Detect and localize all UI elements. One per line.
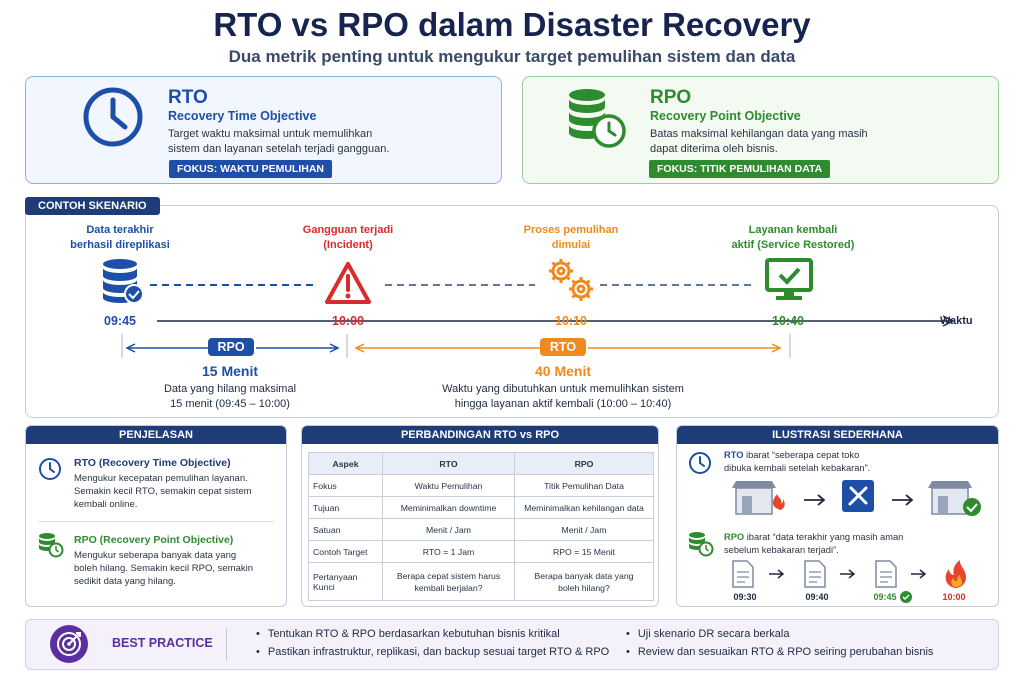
check-circle-icon — [900, 591, 912, 603]
scenario-panel — [25, 205, 999, 418]
rpo-explanation: Data yang hilang maksimal 15 menit (09:4… — [163, 383, 297, 410]
best-practice-bar: BEST PRACTICE Tentukan RTO & RPO berdasa… — [25, 619, 999, 670]
rpo-focus-tag: FOKUS: TITIK PEMULIHAN DATA — [649, 160, 831, 178]
document-icon — [732, 560, 754, 588]
rto-desc-2: sistem dan layanan setelah terjadi gangg… — [168, 143, 390, 155]
bp-item: Uji skenario DR secara berkala — [626, 628, 790, 640]
monitor-check-icon — [765, 258, 813, 300]
arrow-icon — [892, 494, 914, 506]
warning-icon — [325, 262, 371, 304]
best-practice-label: BEST PRACTICE — [112, 636, 213, 650]
rpo-abbr: RPO — [650, 87, 692, 108]
scenario-label: CONTOH SKENARIO — [25, 197, 160, 215]
database-clock-icon — [39, 533, 64, 558]
penjelasan-head: PENJELASAN — [26, 426, 286, 444]
rto-duration: 40 Menit — [534, 363, 591, 379]
perbandingan-head: PERBANDINGAN RTO vs RPO — [302, 426, 658, 444]
rpo-desc-2: dapat diterima oleh bisnis. — [650, 143, 778, 155]
rto-card: RTO Recovery Time Objective Target waktu… — [25, 76, 502, 184]
target-icon — [50, 625, 88, 663]
table-row: Contoh Target RTO = 1 Jam RPO = 15 Menit — [308, 540, 654, 563]
ilustrasi-panel: ILUSTRASI SEDERHANA RTO ibarat “seberapa… — [676, 425, 999, 607]
rto-desc-1: Target waktu maksimal untuk memulihkan — [168, 128, 373, 140]
clock-icon — [83, 87, 143, 147]
event-label-incident: Gangguan terjadi (Incident) — [302, 224, 394, 251]
store-fire-icon — [732, 481, 785, 515]
arrow-icon — [769, 569, 785, 579]
table-header-row: Aspek RTO RPO — [308, 452, 654, 475]
bp-item: Tentukan RTO & RPO berdasarkan kebutuhan… — [256, 628, 560, 640]
table-col-aspek: Aspek — [308, 452, 383, 475]
document-icon — [875, 560, 897, 588]
page-title: RTO vs RPO dalam Disaster Recovery — [213, 6, 811, 43]
pj-rto-title: RTO (Recovery Time Objective) — [74, 457, 231, 469]
pj-rto-desc: Mengukur kecepatan pemulihan layanan. Se… — [74, 473, 252, 510]
time-1040: 10:40 — [772, 314, 804, 328]
arrow-icon — [911, 569, 927, 579]
ilu-rpo-text: RPO ibarat “data terakhir yang masih ama… — [724, 532, 904, 555]
rto-focus-tag: FOKUS: WAKTU PEMULIHAN — [169, 160, 332, 178]
table-row: Fokus Waktu Pemulihan Titik Pemulihan Da… — [308, 474, 654, 497]
rpo-duration: 15 Menit — [201, 363, 258, 379]
penjelasan-panel: PENJELASAN RTO (Recovery Time Objective)… — [25, 425, 287, 607]
perbandingan-panel: PERBANDINGAN RTO vs RPO Aspek RTO RPO Fo… — [301, 425, 659, 607]
bp-item: Pastikan infrastruktur, replikasi, dan b… — [256, 646, 609, 658]
time-1010: 10:10 — [555, 314, 587, 328]
event-label-recovery: Proses pemulihan dimulai — [523, 224, 619, 251]
document-icon — [804, 560, 826, 588]
rto-abbr: RTO — [168, 87, 208, 108]
ilu-time-0930: 09:30 — [733, 592, 757, 602]
event-label-replicated: Data terakhir berhasil direplikasi — [70, 224, 170, 251]
pj-rpo-title: RPO (Recovery Point Objective) — [74, 534, 234, 546]
rpo-card: RPO Recovery Point Objective Batas maksi… — [522, 76, 999, 184]
event-label-restored: Layanan kembali aktif (Service Restored) — [731, 224, 855, 251]
page-subtitle: Dua metrik penting untuk mengukur target… — [228, 47, 796, 66]
arrow-icon — [804, 494, 826, 506]
database-clock-icon — [569, 89, 626, 148]
table-row: Tujuan Meminimalkan downtime Meminimalka… — [308, 496, 654, 519]
database-clock-icon — [689, 532, 714, 557]
ilu-rto-text: RTO ibarat “seberapa cepat toko dibuka k… — [724, 450, 871, 473]
rpo-full-name: Recovery Point Objective — [650, 109, 801, 123]
rto-illustration — [732, 480, 981, 516]
arrow-icon — [840, 569, 856, 579]
ilu-time-0940: 09:40 — [805, 592, 829, 602]
rpo-desc-1: Batas maksimal kehilangan data yang masi… — [650, 128, 868, 140]
rto-full-name: Recovery Time Objective — [168, 109, 317, 123]
divider — [38, 521, 274, 522]
bp-item: Review dan sesuaikan RTO & RPO seiring p… — [626, 646, 934, 658]
axis-label-waktu: Waktu — [940, 315, 973, 327]
pj-rpo-desc: Mengukur seberapa banyak data yang boleh… — [74, 550, 254, 587]
tools-icon — [842, 480, 874, 512]
time-1000: 10:00 — [332, 314, 364, 328]
rpo-illustration — [732, 560, 966, 588]
table-row: Satuan Menit / Jam Menit / Jam — [308, 518, 654, 541]
divider — [226, 628, 227, 661]
ilu-time-0945: 09:45 — [873, 592, 897, 602]
ilustrasi-head: ILUSTRASI SEDERHANA — [677, 426, 998, 444]
database-check-icon — [103, 259, 144, 304]
rto-explanation: Waktu yang dibutuhkan untuk memulihkan s… — [442, 383, 684, 410]
table-col-rto: RTO — [382, 452, 515, 475]
gears-icon — [549, 259, 593, 301]
timeline-graphic — [103, 258, 955, 358]
clock-icon — [689, 452, 711, 474]
clock-icon — [39, 458, 61, 480]
ilu-time-1000: 10:00 — [942, 592, 966, 602]
fire-icon — [945, 560, 966, 588]
store-open-icon — [928, 481, 981, 516]
rpo-pill: RPO — [208, 338, 254, 356]
time-0945: 09:45 — [104, 314, 136, 328]
table-col-rpo: RPO — [514, 452, 654, 475]
table-row: Pertanyaan Kunci Berapa cepat sistem har… — [308, 562, 654, 601]
comparison-table: Aspek RTO RPO Fokus Waktu Pemulihan Titi… — [308, 452, 654, 601]
rto-pill: RTO — [540, 338, 586, 356]
